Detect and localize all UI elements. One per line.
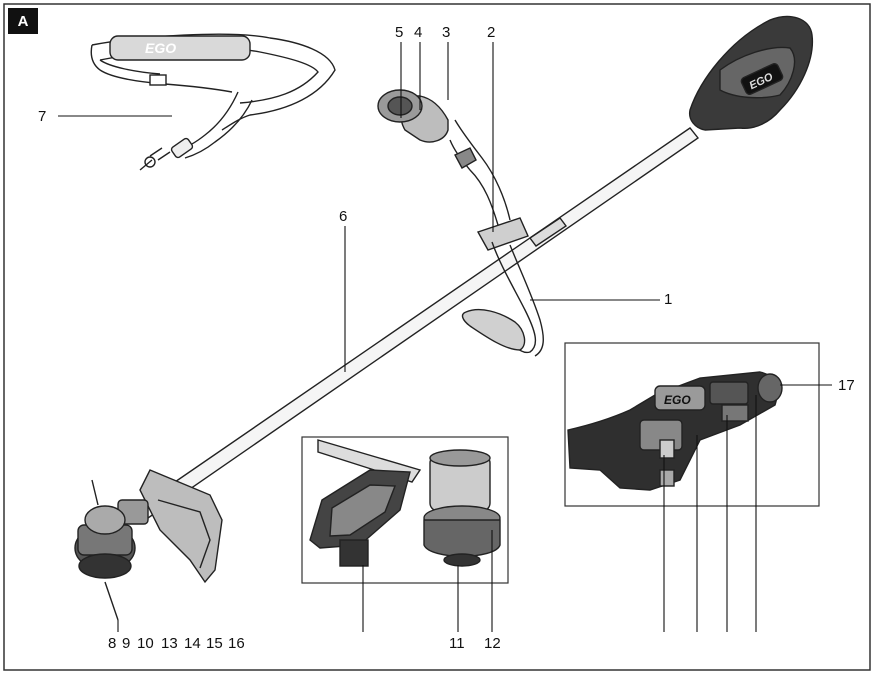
callout-9: 9 <box>122 635 131 652</box>
callout-11: 11 <box>449 635 465 652</box>
callout-17: 17 <box>838 377 855 394</box>
callout-10: 10 <box>137 635 154 652</box>
callout-3: 3 <box>442 24 451 41</box>
callout-6: 6 <box>339 208 348 225</box>
callout-8: 8 <box>108 635 117 652</box>
inset-head-detail <box>301 436 509 584</box>
callout-5: 5 <box>395 24 404 41</box>
figure-border <box>3 3 871 671</box>
callout-1: 1 <box>664 291 673 308</box>
callout-7: 7 <box>38 108 47 125</box>
callout-12: 12 <box>484 635 501 652</box>
callout-4: 4 <box>414 24 423 41</box>
callout-15: 15 <box>206 635 223 652</box>
figure-tag: A <box>8 8 38 34</box>
callout-14: 14 <box>184 635 201 652</box>
rear-housing <box>688 15 814 131</box>
trimmer-head <box>74 469 223 621</box>
callout-2: 2 <box>487 24 496 41</box>
shoulder-strap <box>90 33 336 171</box>
leader-lines <box>58 42 832 632</box>
handle-assembly <box>377 89 544 357</box>
callout-16: 16 <box>228 635 245 652</box>
inset-switch-detail <box>564 342 820 507</box>
switch-logo: EGO <box>664 393 691 407</box>
strap-logo: EGO <box>145 40 176 56</box>
callout-13: 13 <box>161 635 178 652</box>
